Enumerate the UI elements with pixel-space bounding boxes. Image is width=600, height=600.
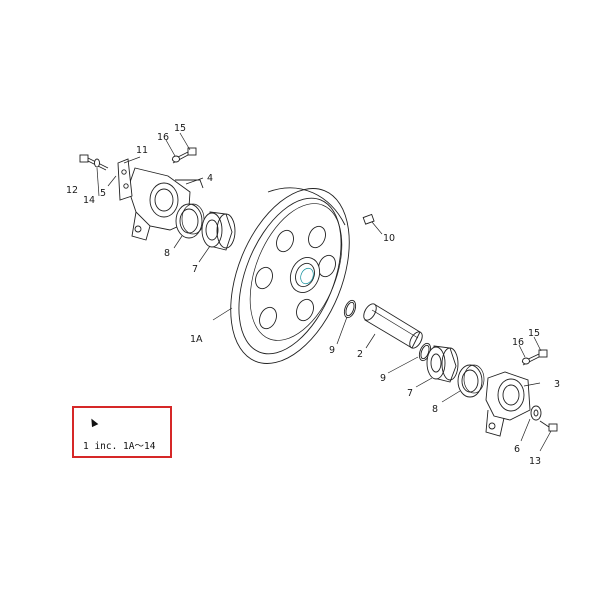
reference-triangle-icon bbox=[88, 416, 99, 428]
bearing-7-right bbox=[426, 345, 459, 383]
label-4: 4 bbox=[207, 173, 213, 184]
label-10: 10 bbox=[383, 233, 395, 244]
bolt-13 bbox=[539, 420, 558, 432]
leader-lines bbox=[96, 132, 552, 452]
assembly-note-box: 1 inc. 1A～14 bbox=[72, 406, 172, 458]
label-15-bottom: 15 bbox=[528, 328, 540, 339]
washer-6 bbox=[530, 405, 542, 421]
label-3: 3 bbox=[554, 379, 560, 390]
bolt-12 bbox=[79, 154, 109, 171]
bracket-right bbox=[485, 371, 531, 437]
label-14: 14 bbox=[83, 195, 95, 206]
plate-11 bbox=[117, 158, 133, 201]
label-9-top: 9 bbox=[329, 345, 335, 356]
shaft-2 bbox=[363, 303, 423, 349]
label-9-bottom: 9 bbox=[380, 373, 386, 384]
label-8-bottom: 8 bbox=[432, 404, 438, 415]
label-2: 2 bbox=[357, 349, 363, 360]
label-7-bottom: 7 bbox=[407, 388, 413, 399]
label-13: 13 bbox=[529, 456, 541, 467]
washer-16-left bbox=[172, 155, 180, 163]
label-6: 6 bbox=[514, 444, 520, 455]
washer-16-right bbox=[522, 357, 530, 365]
seal-8-right bbox=[457, 364, 485, 398]
idler-wheel bbox=[230, 187, 350, 364]
o-ring-9-top bbox=[343, 299, 357, 319]
assembly-note-text: 1 inc. 1A～14 bbox=[83, 441, 156, 452]
label-16-top: 16 bbox=[157, 132, 169, 143]
washer-14 bbox=[94, 158, 100, 168]
seal-8-left bbox=[175, 203, 205, 239]
label-12: 12 bbox=[66, 185, 78, 196]
label-8-top: 8 bbox=[164, 248, 170, 259]
label-5: 5 bbox=[100, 188, 106, 199]
plug-10 bbox=[362, 213, 383, 235]
bearing-7-left bbox=[201, 211, 236, 251]
label-11: 11 bbox=[136, 145, 148, 156]
label-1A: 1A bbox=[190, 334, 203, 345]
label-15-top: 15 bbox=[174, 123, 186, 134]
label-7-top: 7 bbox=[192, 264, 198, 275]
label-16-bottom: 16 bbox=[512, 337, 524, 348]
